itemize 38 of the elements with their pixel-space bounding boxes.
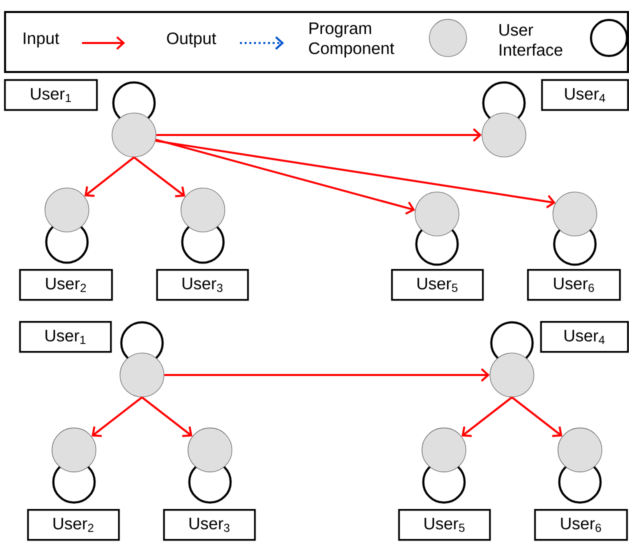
arrow bbox=[141, 396, 192, 438]
component-circle bbox=[52, 428, 96, 472]
component-circle bbox=[120, 352, 164, 398]
user-box: User$_{1}$ bbox=[4, 79, 98, 111]
user-box: User$_{3}$ bbox=[156, 269, 249, 301]
arrow bbox=[511, 396, 562, 438]
user-box: User$_{4}$ bbox=[540, 321, 629, 353]
user-box: User$_{5}$ bbox=[398, 509, 491, 541]
arrow bbox=[133, 156, 186, 198]
user-box: User$_{1}$ bbox=[19, 321, 112, 353]
component-circle bbox=[422, 428, 466, 472]
component-circle bbox=[188, 428, 232, 472]
legend-label: Output bbox=[167, 32, 216, 48]
component-circle bbox=[112, 112, 156, 158]
user-box: User$_{6}$ bbox=[527, 269, 621, 301]
legend-label: User Interface bbox=[500, 24, 562, 56]
component-circle bbox=[44, 188, 90, 232]
arrow bbox=[84, 156, 135, 197]
arrow bbox=[156, 128, 482, 142]
component-circle bbox=[552, 192, 598, 236]
component-circle bbox=[558, 428, 602, 472]
user-box: User$_{2}$ bbox=[19, 269, 113, 301]
arrow bbox=[156, 138, 416, 215]
component-circle bbox=[490, 352, 534, 398]
arrow bbox=[164, 368, 490, 382]
arrow bbox=[462, 396, 513, 438]
user-box: User$_{5}$ bbox=[391, 269, 484, 301]
component-circle bbox=[414, 192, 460, 236]
user-box: User$_{4}$ bbox=[541, 79, 629, 111]
user-box: User$_{3}$ bbox=[163, 509, 256, 541]
user-box: User$_{2}$ bbox=[27, 509, 120, 541]
legend-label: Program Component bbox=[309, 22, 394, 58]
component-circle bbox=[482, 112, 526, 158]
arrow bbox=[155, 140, 556, 208]
arrow bbox=[92, 396, 143, 438]
component-circle bbox=[180, 188, 226, 232]
legend-label: Input bbox=[24, 32, 60, 48]
user-box: User$_{6}$ bbox=[534, 509, 628, 541]
